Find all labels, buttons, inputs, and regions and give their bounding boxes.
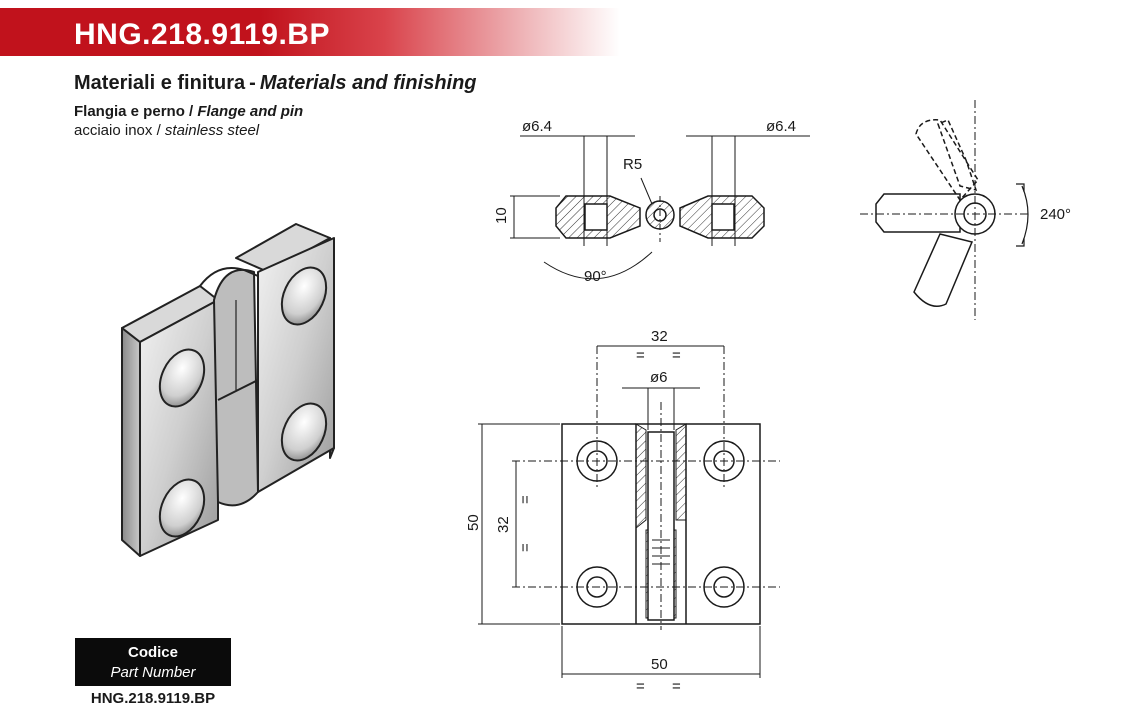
dim-rotation: 240° <box>1040 206 1071 223</box>
title-band: HNG.218.9119.BP <box>0 8 620 56</box>
part-number-value: HNG.218.9119.BP <box>90 690 216 707</box>
dim-hole-spacing-h: 32 <box>651 328 668 345</box>
materials-heading: Materiali e finitura-Materials and finis… <box>74 72 477 95</box>
hinge-rotation-view <box>860 100 1030 320</box>
material-value: acciaio inox / stainless steel <box>74 122 259 139</box>
equal-mark-left-bottom: = <box>517 543 534 552</box>
dim-hole-spacing-v: 32 <box>495 516 512 533</box>
flange-pin-en: Flange and pin <box>197 103 304 120</box>
hinge-side-section <box>510 135 810 280</box>
equal-mark-bottom-right: = <box>672 678 681 695</box>
dim-hole-left: ø6.4 <box>522 118 552 135</box>
part-number-header: Codice Part Number <box>75 638 231 686</box>
materials-heading-en: Materials and finishing <box>259 72 477 94</box>
hinge-3d-render <box>121 223 335 557</box>
material-value-it: acciaio inox <box>74 122 153 139</box>
flange-pin-it: Flangia e perno <box>74 103 185 120</box>
dim-radius: R5 <box>623 156 642 173</box>
dim-height: 50 <box>465 514 482 531</box>
hinge-front-view <box>478 345 780 678</box>
dim-thickness: 10 <box>493 207 510 224</box>
material-value-en: stainless steel <box>164 122 260 139</box>
product-code-title: HNG.218.9119.BP <box>74 18 330 51</box>
dim-hole-right: ø6.4 <box>766 118 796 135</box>
dim-pin-dia: ø6 <box>650 369 668 386</box>
equal-mark-top-left: = <box>636 347 645 364</box>
flange-pin-separator: / <box>189 103 194 120</box>
material-value-separator: / <box>156 122 161 139</box>
materials-heading-separator: - <box>249 72 256 94</box>
materials-heading-it: Materiali e finitura <box>74 72 246 94</box>
dim-width: 50 <box>651 656 668 673</box>
flange-pin-label: Flangia e perno / Flange and pin <box>74 103 303 120</box>
dim-open-angle: 90° <box>584 268 607 285</box>
equal-mark-left-top: = <box>517 495 534 504</box>
equal-mark-top-right: = <box>672 347 681 364</box>
part-number-label-en: Part Number <box>110 664 196 681</box>
equal-mark-bottom-left: = <box>636 678 645 695</box>
part-number-label-it: Codice <box>127 644 178 661</box>
